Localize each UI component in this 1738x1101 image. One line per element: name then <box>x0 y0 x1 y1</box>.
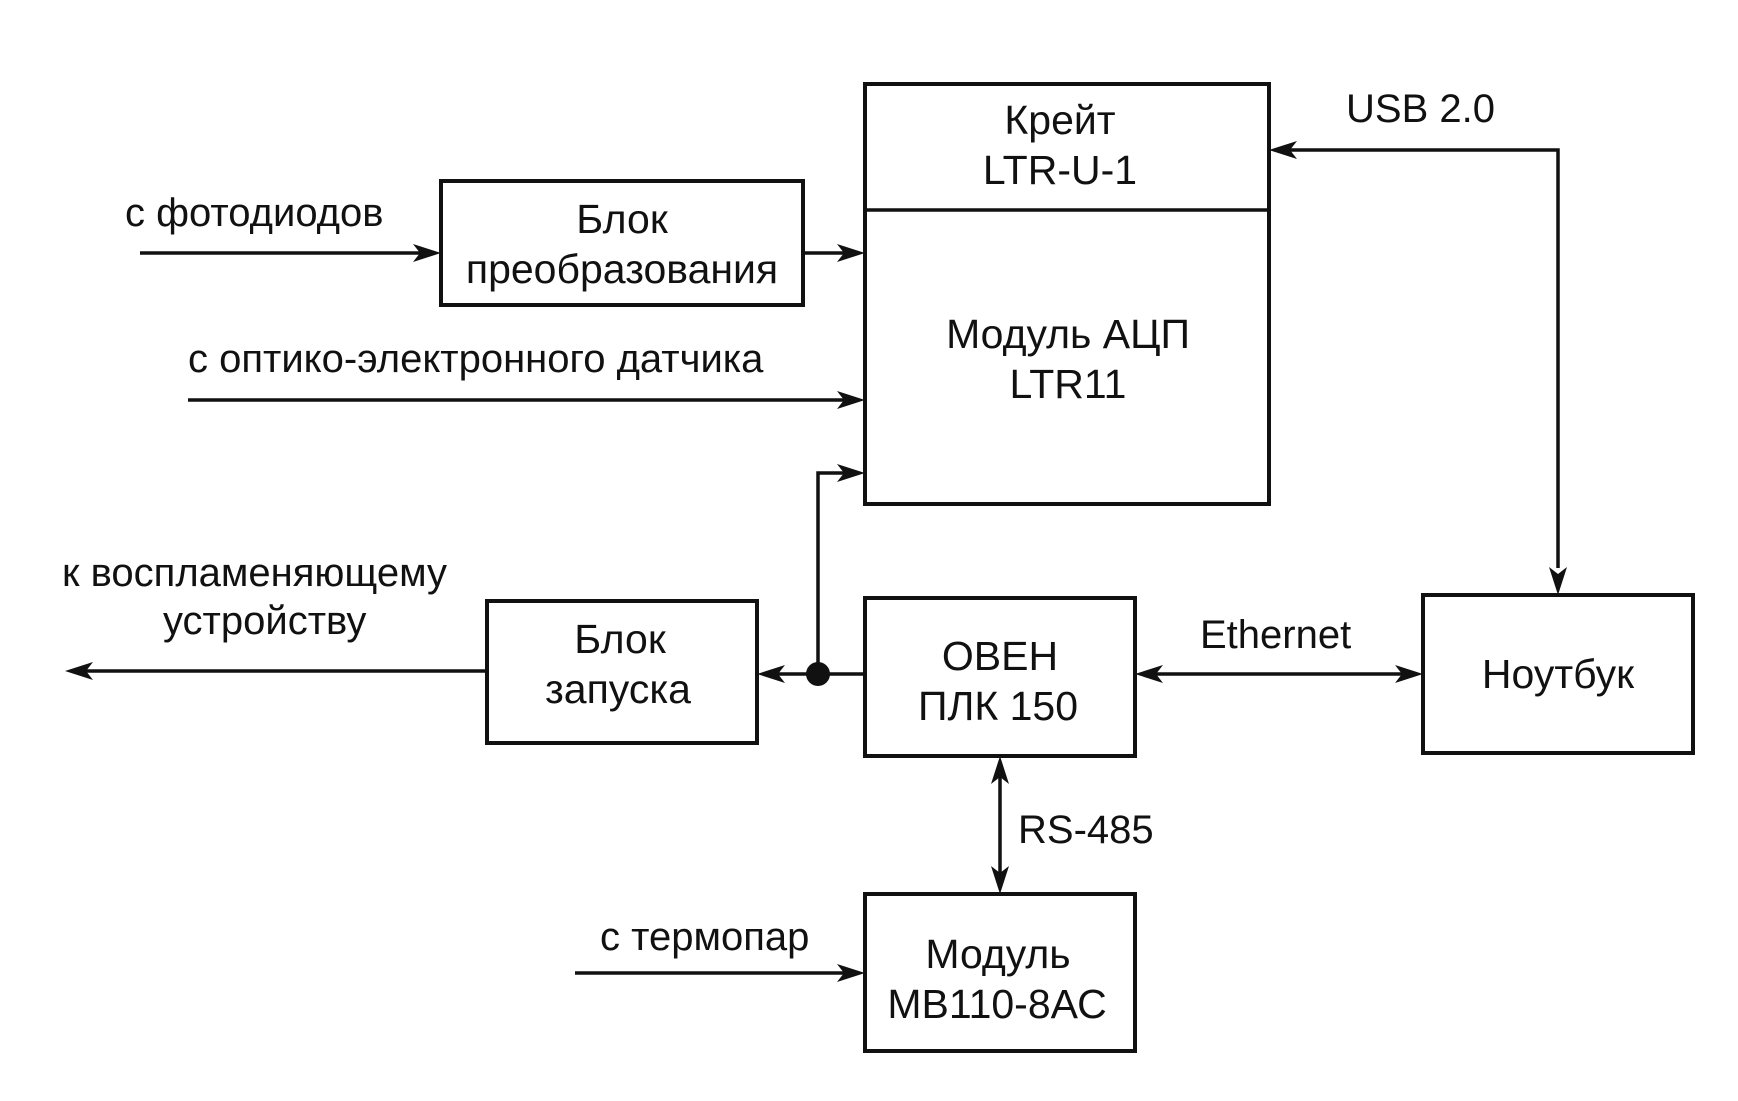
mv-module-block: Модуль МВ110-8АС <box>863 892 1137 1053</box>
ethernet-label: Ethernet <box>1200 613 1351 657</box>
photodiodes-arrow <box>140 244 441 262</box>
plc-block: ОВЕН ПЛК 150 <box>863 596 1137 758</box>
optical-sensor-arrow <box>188 391 865 409</box>
thermocouples-arrow <box>575 964 865 982</box>
from-thermocouples-label: с термопар <box>600 915 809 959</box>
junction-dot <box>806 662 830 686</box>
converter-block: Блок преобразования <box>439 179 805 307</box>
crate-block: Крейт LTR-U-1 Модуль АЦП LTR11 <box>863 82 1271 506</box>
rs485-label: RS-485 <box>1018 808 1154 852</box>
mv-module-model: МВ110-8АС <box>887 981 1106 1027</box>
launch-block: Блок запуска <box>485 599 759 745</box>
adc-module-model: LTR11 <box>1010 361 1127 407</box>
plc-title: ОВЕН <box>942 633 1058 679</box>
mv-module-title: Модуль <box>925 931 1070 977</box>
launch-title: Блок <box>574 616 667 662</box>
laptop-block: Ноутбук <box>1421 593 1695 755</box>
from-optical-sensor-label: с оптико-электронного датчика <box>188 337 764 381</box>
laptop-title: Ноутбук <box>1482 651 1635 697</box>
crate-title: Крейт <box>1004 97 1115 143</box>
from-photodiodes-label: с фотодиодов <box>125 191 384 235</box>
junction-to-adc-arrow <box>806 464 865 686</box>
to-igniter-label-line2: устройству <box>163 599 366 643</box>
launch-to-igniter-arrow <box>65 662 487 680</box>
rs485-link <box>991 756 1009 894</box>
to-igniter-label-line1: к воспламеняющему <box>62 551 447 595</box>
converter-to-adc-arrow <box>803 244 865 262</box>
usb-link <box>1269 141 1567 595</box>
converter-title: Блок <box>576 196 669 242</box>
launch-subtitle: запуска <box>545 666 691 712</box>
plc-model: ПЛК 150 <box>918 683 1078 729</box>
converter-subtitle: преобразования <box>466 246 778 292</box>
ethernet-link <box>1135 665 1423 683</box>
usb-label: USB 2.0 <box>1346 87 1495 131</box>
crate-model: LTR-U-1 <box>983 147 1137 193</box>
adc-module-title: Модуль АЦП <box>946 311 1190 357</box>
